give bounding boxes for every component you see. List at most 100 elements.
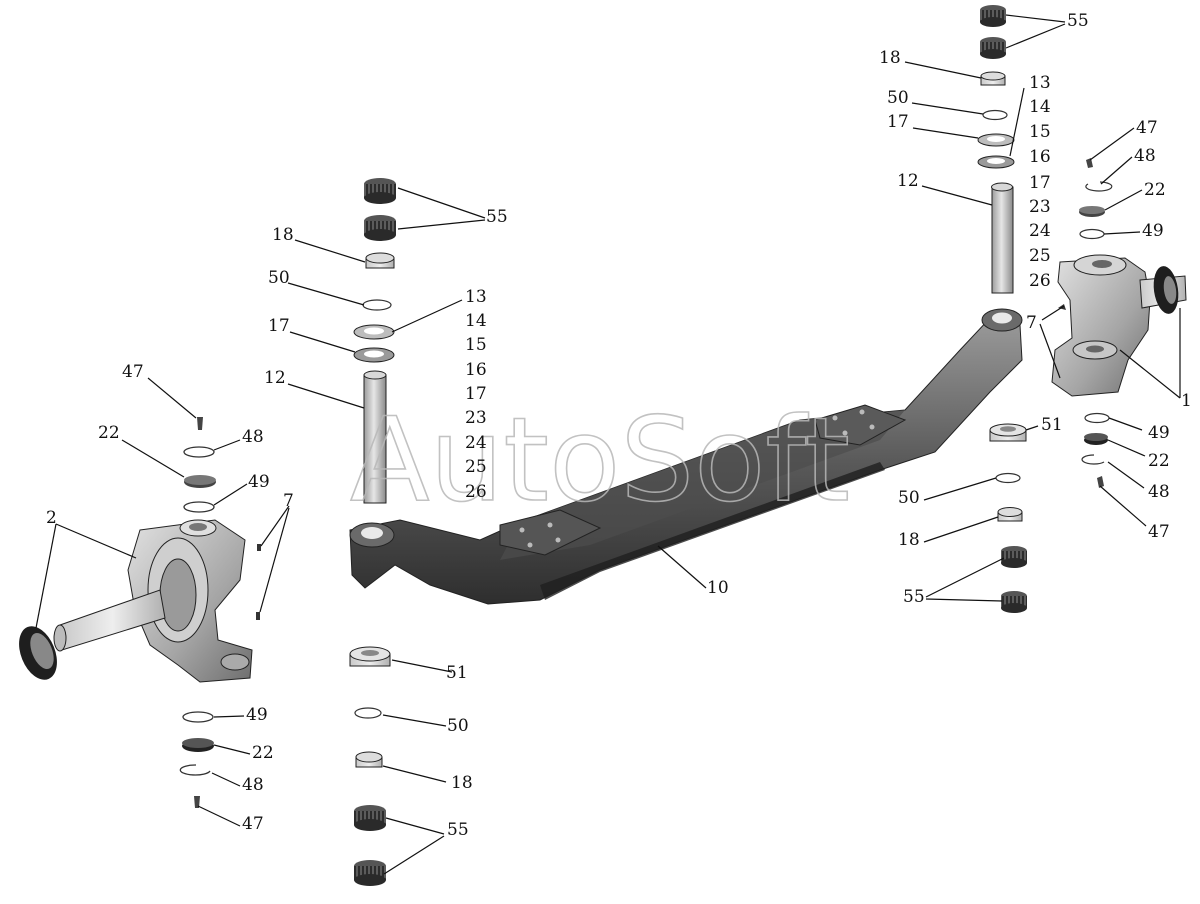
- washer-icon: [353, 347, 395, 363]
- callout-1: 1: [1181, 391, 1192, 411]
- callout-15: 15: [465, 335, 487, 355]
- bushing-icon: [365, 252, 395, 269]
- callout-26: 26: [1029, 271, 1051, 291]
- callout-17: 17: [887, 112, 909, 132]
- pin-icon: [256, 612, 260, 620]
- washer-icon: [977, 155, 1015, 169]
- roller-bearing-icon: [1001, 546, 1027, 568]
- grease-fitting-icon: [197, 417, 203, 430]
- seal-ring-icon: [1084, 412, 1110, 424]
- king-pin-icon: [363, 370, 387, 504]
- callout-14: 14: [465, 311, 487, 331]
- cap-icon: [1079, 206, 1105, 217]
- callout-55: 55: [1067, 11, 1089, 31]
- callout-17: 17: [268, 316, 290, 336]
- callout-51: 51: [446, 663, 468, 683]
- callout-26: 26: [465, 482, 487, 502]
- callout-7: 7: [283, 491, 294, 511]
- o-ring-icon: [982, 109, 1008, 121]
- cap-icon: [184, 475, 216, 488]
- callout-labels: 55 18 50 17 12 13 14 15 16 17 23 24 25 2…: [46, 11, 1192, 840]
- roller-bearing-icon: [980, 5, 1006, 27]
- callout-48: 48: [1134, 146, 1156, 166]
- left-upper-small-parts: [183, 417, 216, 513]
- cap-icon: [1084, 433, 1108, 445]
- callout-12: 12: [264, 368, 286, 388]
- callout-48: 48: [242, 427, 264, 447]
- callout-22: 22: [98, 423, 120, 443]
- retaining-ring-icon: [183, 446, 215, 458]
- o-ring-icon: [362, 299, 392, 311]
- roller-bearing-icon: [354, 860, 386, 886]
- callout-47: 47: [242, 814, 264, 834]
- callout-7: 7: [1026, 313, 1037, 333]
- callout-24: 24: [465, 433, 487, 453]
- callout-22: 22: [1144, 180, 1166, 200]
- callout-22: 22: [1148, 451, 1170, 471]
- callout-23: 23: [1029, 197, 1051, 217]
- callout-13: 13: [465, 287, 487, 307]
- callout-23: 23: [465, 408, 487, 428]
- callout-49: 49: [1148, 423, 1170, 443]
- washer-icon: [977, 133, 1015, 147]
- callout-22: 22: [252, 743, 274, 763]
- callout-18: 18: [879, 48, 901, 68]
- callout-25: 25: [1029, 246, 1051, 266]
- roller-bearing-icon: [980, 37, 1006, 59]
- callout-13: 13: [1029, 73, 1051, 93]
- thrust-bearing-icon: [989, 423, 1027, 442]
- callout-17: 17: [1029, 173, 1051, 193]
- callout-14: 14: [1029, 97, 1051, 117]
- callout-2: 2: [46, 508, 57, 528]
- seal-ring-icon: [1079, 228, 1105, 240]
- right-lower-small-parts: [1081, 412, 1110, 488]
- callout-48: 48: [242, 775, 264, 795]
- roller-bearing-icon: [354, 805, 386, 831]
- seal-ring-icon: [1153, 266, 1179, 314]
- callout-51: 51: [1041, 415, 1063, 435]
- retaining-ring-icon: [179, 764, 211, 776]
- watermark: AutoSoft: [350, 393, 850, 528]
- callout-17: 17: [465, 384, 487, 404]
- king-pin-icon: [991, 182, 1014, 294]
- callout-50: 50: [898, 488, 920, 508]
- callout-25: 25: [465, 457, 487, 477]
- callout-49: 49: [246, 705, 268, 725]
- bushing-icon: [980, 71, 1006, 86]
- right-upper-small-parts: [1079, 158, 1113, 240]
- grease-fitting-icon: [1097, 476, 1104, 488]
- callout-55: 55: [903, 587, 925, 607]
- callout-16: 16: [465, 360, 487, 380]
- callout-18: 18: [898, 530, 920, 550]
- callout-18: 18: [451, 773, 473, 793]
- bushing-icon: [355, 751, 383, 768]
- cap-icon: [182, 738, 214, 752]
- grease-fitting-icon: [1086, 158, 1093, 168]
- roller-bearing-icon: [364, 178, 396, 204]
- callout-15: 15: [1029, 122, 1051, 142]
- callout-55: 55: [447, 820, 469, 840]
- thrust-bearing-icon: [349, 646, 391, 667]
- callout-50: 50: [268, 268, 290, 288]
- callout-50: 50: [447, 716, 469, 736]
- left-lower-small-parts: [179, 711, 214, 808]
- left-steering-knuckle: [19, 519, 261, 683]
- callout-48: 48: [1148, 482, 1170, 502]
- seal-ring-icon: [183, 501, 215, 513]
- callout-12: 12: [897, 171, 919, 191]
- roller-bearing-icon: [1001, 591, 1027, 613]
- right-steering-knuckle: [1051, 254, 1187, 397]
- front-axle-beam: [349, 308, 1023, 605]
- callout-47: 47: [1148, 522, 1170, 542]
- grease-fitting-icon: [194, 796, 200, 808]
- bushing-icon: [997, 507, 1023, 522]
- o-ring-icon: [995, 472, 1021, 484]
- callout-10: 10: [707, 578, 729, 598]
- pin-icon: [257, 544, 261, 551]
- callout-47: 47: [122, 362, 144, 382]
- retaining-ring-icon: [1085, 181, 1113, 192]
- washer-icon: [353, 324, 395, 340]
- callout-55: 55: [486, 207, 508, 227]
- retaining-ring-icon: [1081, 454, 1105, 465]
